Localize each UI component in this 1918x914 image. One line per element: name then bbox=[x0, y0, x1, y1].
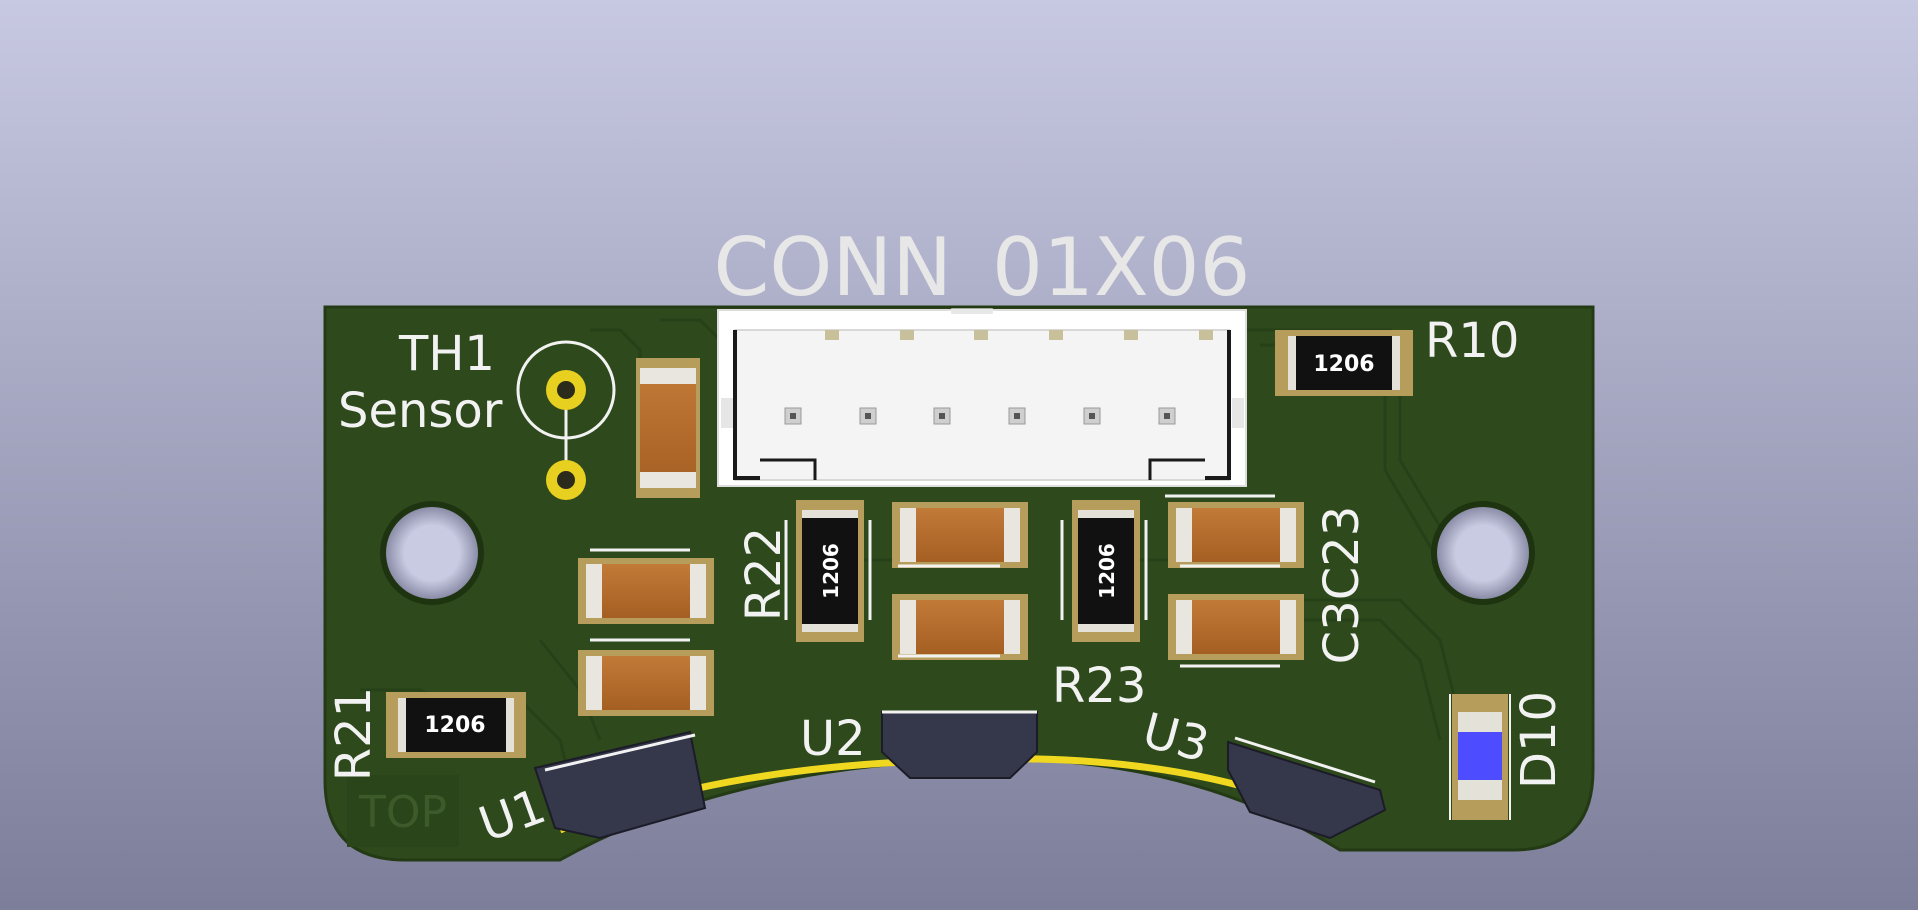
silk-outlines bbox=[590, 494, 1280, 668]
connector-pin-center-2 bbox=[865, 413, 871, 419]
capacitor-5 bbox=[1168, 502, 1304, 568]
capacitor-3 bbox=[892, 502, 1028, 568]
mounting-hole-icon bbox=[386, 507, 478, 599]
r23-marking: 1206 bbox=[1095, 543, 1119, 599]
connector-pin-center-1 bbox=[790, 413, 796, 419]
resistor-r23: 1206 bbox=[1072, 500, 1140, 642]
connector-latch-6 bbox=[1199, 330, 1213, 340]
connector-latch-5 bbox=[1124, 330, 1138, 340]
connector-pin-center-6 bbox=[1164, 413, 1170, 419]
capacitor-1 bbox=[578, 558, 714, 624]
r22-marking: 1206 bbox=[819, 543, 843, 599]
ic-u2 bbox=[881, 710, 1038, 779]
capacitor-4 bbox=[892, 594, 1028, 660]
resistor-r21: 1206 bbox=[386, 692, 526, 758]
th1-label: TH1 bbox=[398, 326, 495, 382]
led-d10 bbox=[1449, 694, 1511, 820]
connector-pin-center-5 bbox=[1089, 413, 1095, 419]
connector-01x06 bbox=[717, 309, 1247, 487]
connector-latch-3 bbox=[974, 330, 988, 340]
resistor-r22: 1206 bbox=[796, 500, 864, 642]
u2-label: U2 bbox=[800, 711, 866, 767]
connector-pin-center-3 bbox=[939, 413, 945, 419]
r21-label: R21 bbox=[326, 687, 382, 781]
capacitor-2 bbox=[578, 650, 714, 716]
r21-marking: 1206 bbox=[424, 713, 485, 738]
conn-title-label: CONN_01X06 bbox=[714, 221, 1251, 314]
capacitor-group bbox=[578, 502, 1304, 716]
capacitor-vertical bbox=[636, 358, 700, 498]
top-marker: TOP bbox=[347, 775, 459, 847]
ic-u3 bbox=[1227, 736, 1387, 840]
capacitor-6 bbox=[1168, 594, 1304, 660]
r10-marking: 1206 bbox=[1313, 352, 1374, 377]
connector-latch-4 bbox=[1049, 330, 1063, 340]
connector-latch-2 bbox=[900, 330, 914, 340]
mounting-hole-right bbox=[1431, 501, 1535, 605]
mounting-hole-icon bbox=[1437, 507, 1529, 599]
ic-u1 bbox=[533, 730, 707, 840]
r10-label: R10 bbox=[1425, 313, 1519, 369]
top-label: TOP bbox=[358, 787, 447, 838]
th1-footprint bbox=[516, 340, 616, 500]
connector-latch-1 bbox=[825, 330, 839, 340]
connector-pin-center-4 bbox=[1014, 413, 1020, 419]
mounting-hole-left bbox=[380, 501, 484, 605]
r23-label: R23 bbox=[1052, 658, 1146, 714]
r22-label: R22 bbox=[736, 527, 792, 621]
sensor-label: Sensor bbox=[338, 383, 503, 439]
resistor-r10: 1206 bbox=[1275, 330, 1413, 396]
d10-label: D10 bbox=[1511, 691, 1567, 789]
c3c23-label: C3C23 bbox=[1314, 506, 1370, 665]
